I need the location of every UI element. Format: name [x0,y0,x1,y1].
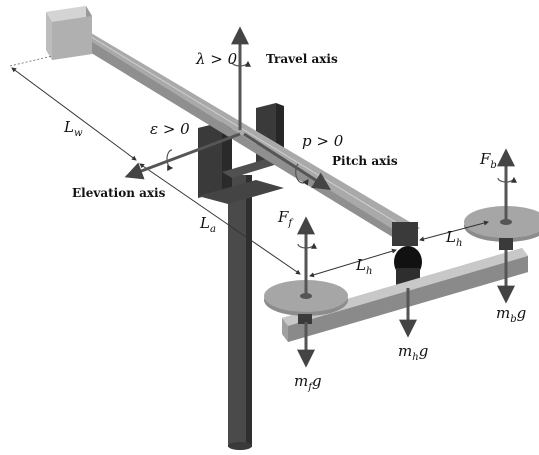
lh-back-label: Lh [446,228,463,249]
support-post [228,175,252,450]
travel-axis-label: Travel axis [266,52,338,66]
mhg-label: mhg [398,342,429,363]
back-force-arrows [497,148,517,304]
lambda-label: λ > 0 [196,50,238,68]
front-force-arrows [297,216,317,368]
elevation-axis-label: Elevation axis [72,186,166,200]
lw-dimension-line [9,55,137,161]
mbg-label: mbg [496,304,527,325]
pitch-label: p > 0 [302,132,344,150]
la-label: La [200,214,216,235]
pitch-axis-arrow [243,132,332,190]
back-rotor [464,206,539,250]
fb-label: Fb [480,150,497,171]
elevation-axis-arrow [124,132,241,180]
lw-label: Lw [64,118,83,139]
mfg-label: mfg [294,372,322,393]
epsilon-label: ε > 0 [150,120,190,138]
lh-dimension-lines [309,220,489,278]
pitch-axis-label: Pitch axis [332,154,398,168]
la-dimension-line [139,163,301,275]
ff-label: Ff [278,208,293,229]
lh-front-label: Lh [356,256,373,277]
counterweight-box [46,6,92,60]
travel-axis-arrow [231,26,251,130]
